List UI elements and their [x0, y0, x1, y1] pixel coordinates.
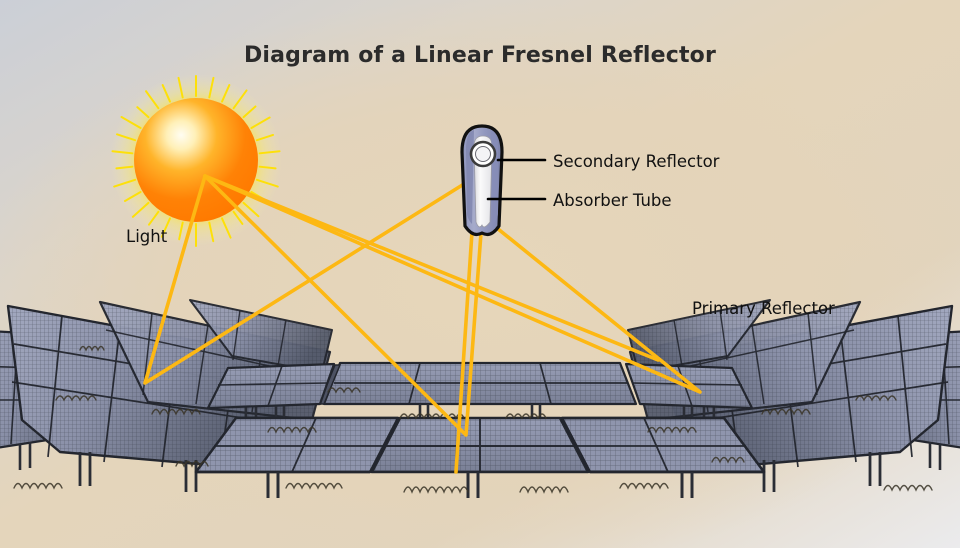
grass-tuft-icon	[883, 484, 933, 492]
grass-tufts	[13, 345, 933, 494]
label-absorber-tube: Absorber Tube	[553, 191, 672, 210]
support-post-icon	[18, 442, 32, 470]
support-post-icon	[928, 442, 942, 470]
ground-plane	[0, 470, 960, 548]
light-ray-icon	[454, 230, 474, 474]
light-ray-icon	[203, 174, 702, 394]
grass-tuft-icon	[855, 395, 897, 402]
solar-panel-icon[interactable]	[206, 362, 336, 426]
support-post-icon	[266, 472, 280, 498]
light-ray-icon	[143, 174, 474, 385]
sun-rays-spikes	[111, 75, 281, 247]
grass-tuft-icon	[13, 482, 63, 490]
secondary-reflector-icon[interactable]	[460, 124, 504, 237]
grass-tuft-icon	[399, 413, 465, 420]
grass-tuft-icon	[285, 482, 343, 490]
support-post-icon	[762, 452, 882, 492]
leader-lines	[486, 158, 547, 201]
light-ray-icon	[203, 174, 485, 437]
label-light: Light	[126, 227, 168, 246]
solar-panel-icon[interactable]	[194, 416, 400, 498]
grass-tuft-icon	[505, 413, 547, 420]
support-post-icon	[680, 472, 694, 498]
sun-disc	[134, 98, 258, 222]
sun-icon	[110, 74, 282, 247]
grass-tuft-icon	[55, 395, 97, 402]
light-ray-icon	[203, 174, 660, 362]
absorber-tube-icon[interactable]	[469, 140, 497, 168]
light-rays	[143, 174, 702, 474]
grass-tuft-icon	[267, 426, 317, 434]
page-title: Diagram of a Linear Fresnel Reflector	[244, 43, 716, 68]
grass-tuft-icon	[403, 486, 469, 494]
support-post-icon	[466, 472, 480, 498]
support-post-icon	[78, 452, 198, 492]
grass-tuft-icon	[519, 486, 569, 494]
label-primary-reflector: Primary Reflector	[692, 299, 835, 318]
grass-tuft-icon	[327, 387, 361, 394]
grass-tuft-icon	[175, 460, 209, 468]
label-secondary-reflector: Secondary Reflector	[553, 152, 720, 171]
grass-tuft-icon	[711, 456, 745, 464]
grass-tuft-icon	[619, 482, 669, 490]
grass-tuft-icon	[761, 408, 811, 416]
grass-tuft-icon	[647, 426, 697, 434]
grass-tuft-icon	[151, 408, 201, 416]
grass-tuft-icon	[79, 345, 105, 352]
